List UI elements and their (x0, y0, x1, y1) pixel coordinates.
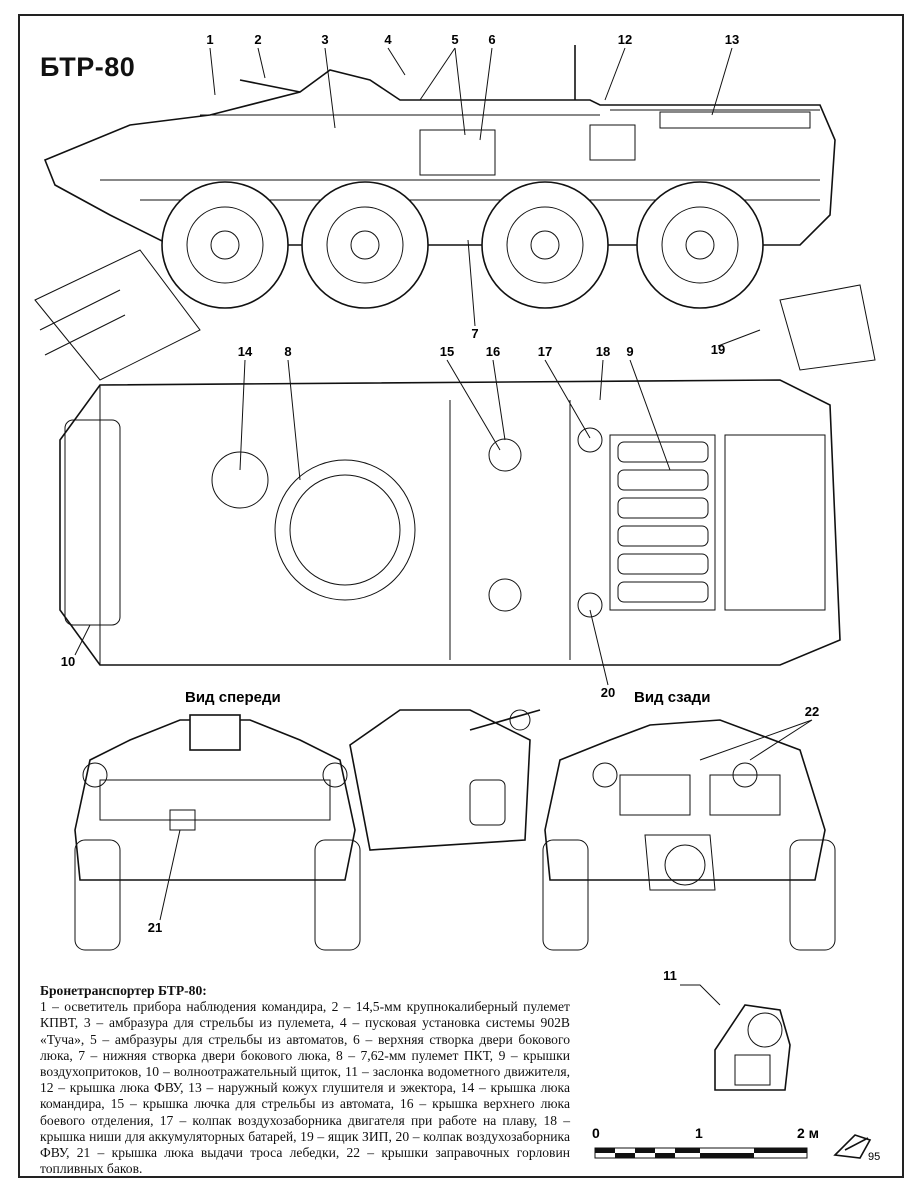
callout-2: 2 (254, 32, 261, 47)
callout-6: 6 (488, 32, 495, 47)
callout-18: 18 (596, 344, 610, 359)
callout-5: 5 (451, 32, 458, 47)
side-view (43, 45, 836, 309)
callout-13: 13 (725, 32, 739, 47)
rear-view-label: Вид сзади (634, 689, 710, 706)
callout-8: 8 (284, 344, 291, 359)
perspective-view (349, 709, 541, 851)
callout-9: 9 (626, 344, 633, 359)
front-view-label: Вид спереди (185, 689, 281, 706)
page-number: 95 (868, 1151, 880, 1163)
callout-22: 22 (805, 704, 819, 719)
page-frame (18, 14, 904, 1178)
rear-view (542, 719, 836, 951)
callout-14: 14 (238, 344, 253, 359)
callout-numbers: 1 2 3 4 5 6 7 8 9 10 11 12 13 14 15 16 1… (61, 32, 819, 983)
detail-11-view (714, 1004, 791, 1091)
signature-logo: 95 (833, 1134, 880, 1163)
wheels (161, 181, 764, 309)
callout-15: 15 (440, 344, 454, 359)
front-view (74, 714, 361, 951)
scale-tick-1: 1 (695, 1125, 703, 1141)
callout-4: 4 (384, 32, 392, 47)
caption-heading: Бронетранспортер БТР-80: (40, 983, 207, 998)
callout-16: 16 (486, 344, 500, 359)
callout-12: 12 (618, 32, 632, 47)
top-left-inset (34, 249, 201, 381)
callout-11: 11 (663, 968, 677, 983)
scale-bar: 0 1 2 м (592, 1125, 819, 1159)
callout-1: 1 (206, 32, 213, 47)
top-view (59, 379, 841, 666)
caption: Бронетранспортер БТР-80: 1 – осветитель … (40, 983, 570, 1177)
caption-body: 1 – осветитель прибора наблюдения команд… (40, 999, 570, 1177)
callout-7: 7 (471, 326, 478, 341)
callout-3: 3 (321, 32, 328, 47)
top-right-inset (779, 284, 876, 371)
callout-21: 21 (148, 920, 162, 935)
scale-tick-0: 0 (592, 1125, 600, 1141)
page-title: БТР-80 (40, 52, 136, 82)
callout-17: 17 (538, 344, 552, 359)
callout-19: 19 (711, 342, 725, 357)
leader-lines (74, 47, 813, 1006)
scale-tick-2: 2 м (797, 1125, 819, 1141)
callout-10: 10 (61, 654, 75, 669)
callout-20: 20 (601, 685, 615, 700)
